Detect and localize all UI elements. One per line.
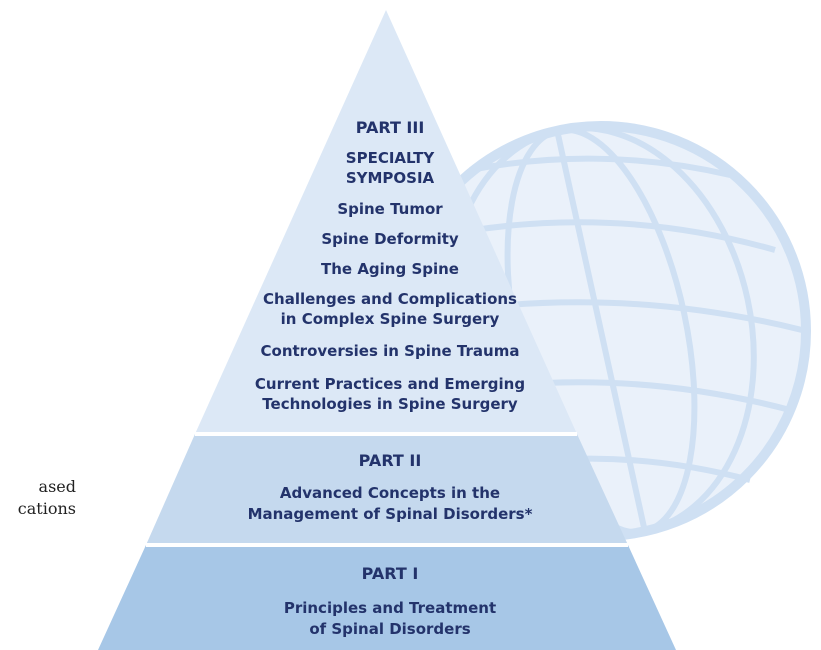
- part3-item: Current Practices and Emerging: [254, 375, 526, 393]
- part3-heading: PART III: [355, 118, 425, 137]
- part3-item: The Aging Spine: [321, 260, 459, 278]
- part3-item: Challenges and Complications: [263, 290, 517, 308]
- part2-heading: PART II: [358, 451, 422, 470]
- part2-line1: Advanced Concepts in the: [279, 484, 501, 502]
- part3-subheading-line2: SYMPOSIA: [345, 169, 435, 187]
- part3-item: Spine Deformity: [321, 230, 459, 248]
- part3-item: Technologies in Spine Surgery: [262, 395, 518, 413]
- part2-line2: Management of Spinal Disorders*: [247, 505, 533, 523]
- side-note-line1: ased: [38, 477, 76, 496]
- part1-line1: Principles and Treatment: [283, 599, 497, 617]
- side-note-line2: cations: [17, 499, 76, 518]
- pyramid-tier-part3: [195, 10, 577, 434]
- part3-item: Spine Tumor: [337, 200, 443, 218]
- part1-line2: of Spinal Disorders: [309, 620, 471, 638]
- part3-item: in Complex Spine Surgery: [280, 310, 500, 328]
- part1-heading: PART I: [361, 564, 419, 583]
- part3-item: Controversies in Spine Trauma: [260, 342, 520, 360]
- pyramid-tier-part2: [146, 434, 628, 545]
- pyramid-tier-part1: [98, 545, 676, 650]
- part3-subheading-line1: SPECIALTY: [345, 149, 435, 167]
